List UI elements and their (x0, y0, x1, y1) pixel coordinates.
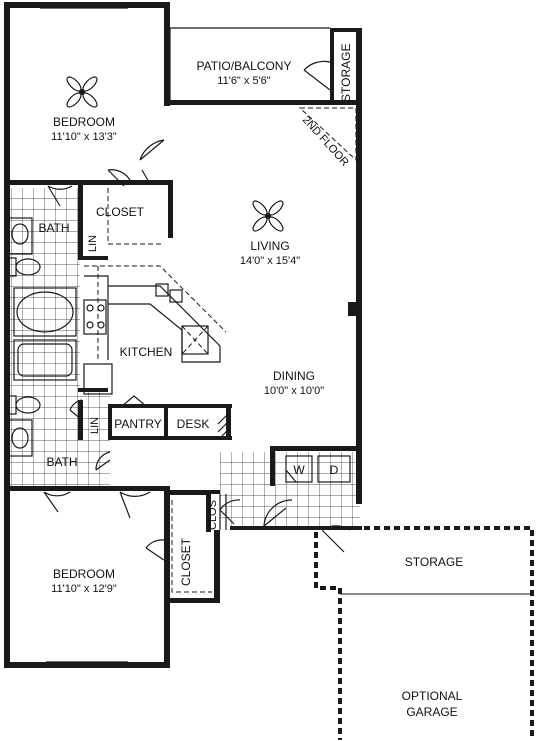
refrigerator (83, 363, 113, 395)
washer-label: W (293, 463, 305, 477)
bath2-tile-floor (8, 388, 110, 488)
bath1-sink (11, 223, 29, 245)
stove (83, 299, 107, 335)
garage-outline (314, 526, 534, 740)
closet2-rod (171, 500, 212, 593)
bedroom1-label: BEDROOM (53, 115, 115, 129)
bathtub-basin (17, 343, 73, 377)
dryer-label: D (330, 463, 339, 477)
bedroom1-window (40, 3, 128, 9)
desk-hatch (217, 413, 229, 439)
bedroom2-label: BEDROOM (53, 567, 115, 581)
bedroom2-window (46, 661, 128, 667)
burner-1 (86, 304, 94, 312)
second-floor-marker (298, 107, 357, 162)
patio-label: PATIO/BALCONY (197, 59, 292, 73)
burner-2 (97, 304, 105, 312)
bath1-label: BATH (38, 221, 69, 235)
dryer-box (317, 455, 351, 483)
living-dims: 14'0" x 15'4" (240, 255, 300, 267)
bath2-vanity (7, 419, 33, 457)
fan-icon (252, 200, 284, 232)
garage-label-line1: OPTIONAL (402, 689, 463, 703)
second-floor-label: 2ND FLOOR (300, 114, 351, 169)
clos-label: CLOS (207, 500, 219, 530)
bedroom2-dims: 11'10" x 12'9" (51, 583, 117, 595)
dishwasher-x (181, 325, 209, 355)
patio-door (211, 100, 266, 104)
fan-icon (66, 76, 98, 108)
garden-tub-basin (16, 291, 74, 333)
garage-label-line2: GARAGE (406, 705, 457, 719)
burner-4 (97, 321, 105, 329)
closet1-rod (107, 188, 162, 245)
closet1-label: CLOSET (96, 205, 145, 219)
bathtub (13, 339, 77, 381)
dining-label: DINING (273, 369, 315, 383)
lin2-label: LIN (89, 417, 101, 434)
bath2-label: BATH (46, 455, 77, 469)
kitchen-upper-cabinets (84, 265, 227, 360)
kitchen-sink-left (155, 283, 169, 297)
dishwasher (181, 325, 209, 355)
bath2-toilet (15, 396, 41, 414)
desk-label: DESK (177, 417, 210, 431)
storage-patio-label: STORAGE (339, 44, 353, 102)
dining-dims: 10'0" x 10'0" (264, 385, 324, 397)
kitchen-label: KITCHEN (120, 345, 173, 359)
doors (43, 60, 351, 561)
kitchen-sink-right (169, 289, 183, 303)
lin1-label: LIN (87, 235, 99, 252)
washer-box (285, 455, 313, 483)
bath2-sink (11, 427, 29, 449)
burner-3 (86, 321, 94, 329)
living-label: LIVING (250, 239, 289, 253)
closet2-label: CLOSET (179, 537, 193, 586)
patio-outline (169, 27, 330, 100)
bath1-toilet (15, 258, 41, 276)
bedroom1-dims: 11'10" x 13'3" (51, 131, 117, 143)
entry-tile-floor (220, 452, 360, 528)
pantry-label: PANTRY (114, 417, 162, 431)
bath1-vanity (7, 217, 33, 255)
storage-garage-label: STORAGE (405, 555, 463, 569)
garden-tub (13, 287, 77, 337)
patio-dims: 11'6" x 5'6" (217, 75, 270, 87)
